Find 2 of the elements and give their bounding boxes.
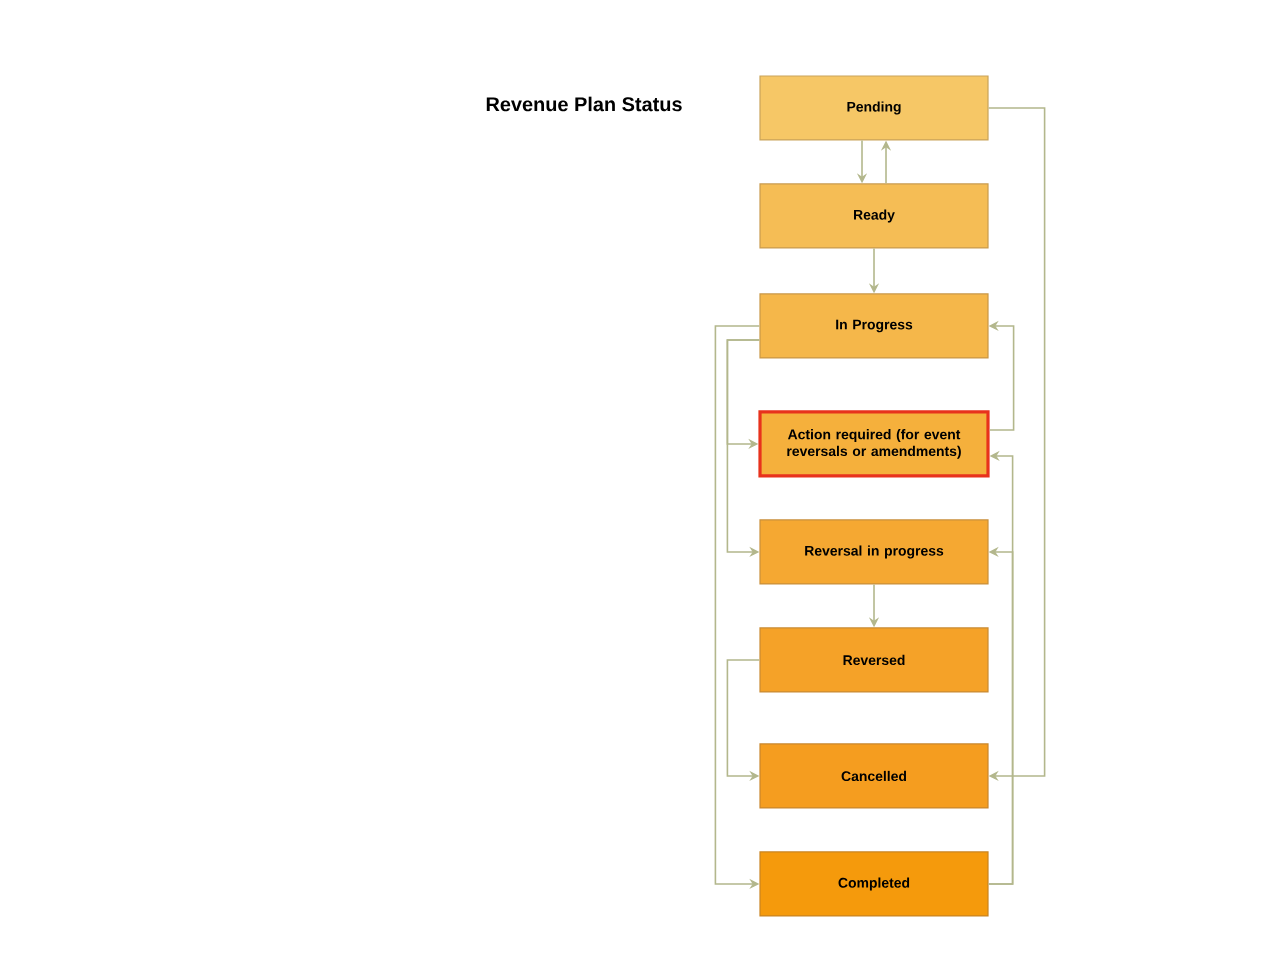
arrow [987, 107, 1046, 782]
diagram-title: Revenue Plan Status [486, 96, 682, 112]
